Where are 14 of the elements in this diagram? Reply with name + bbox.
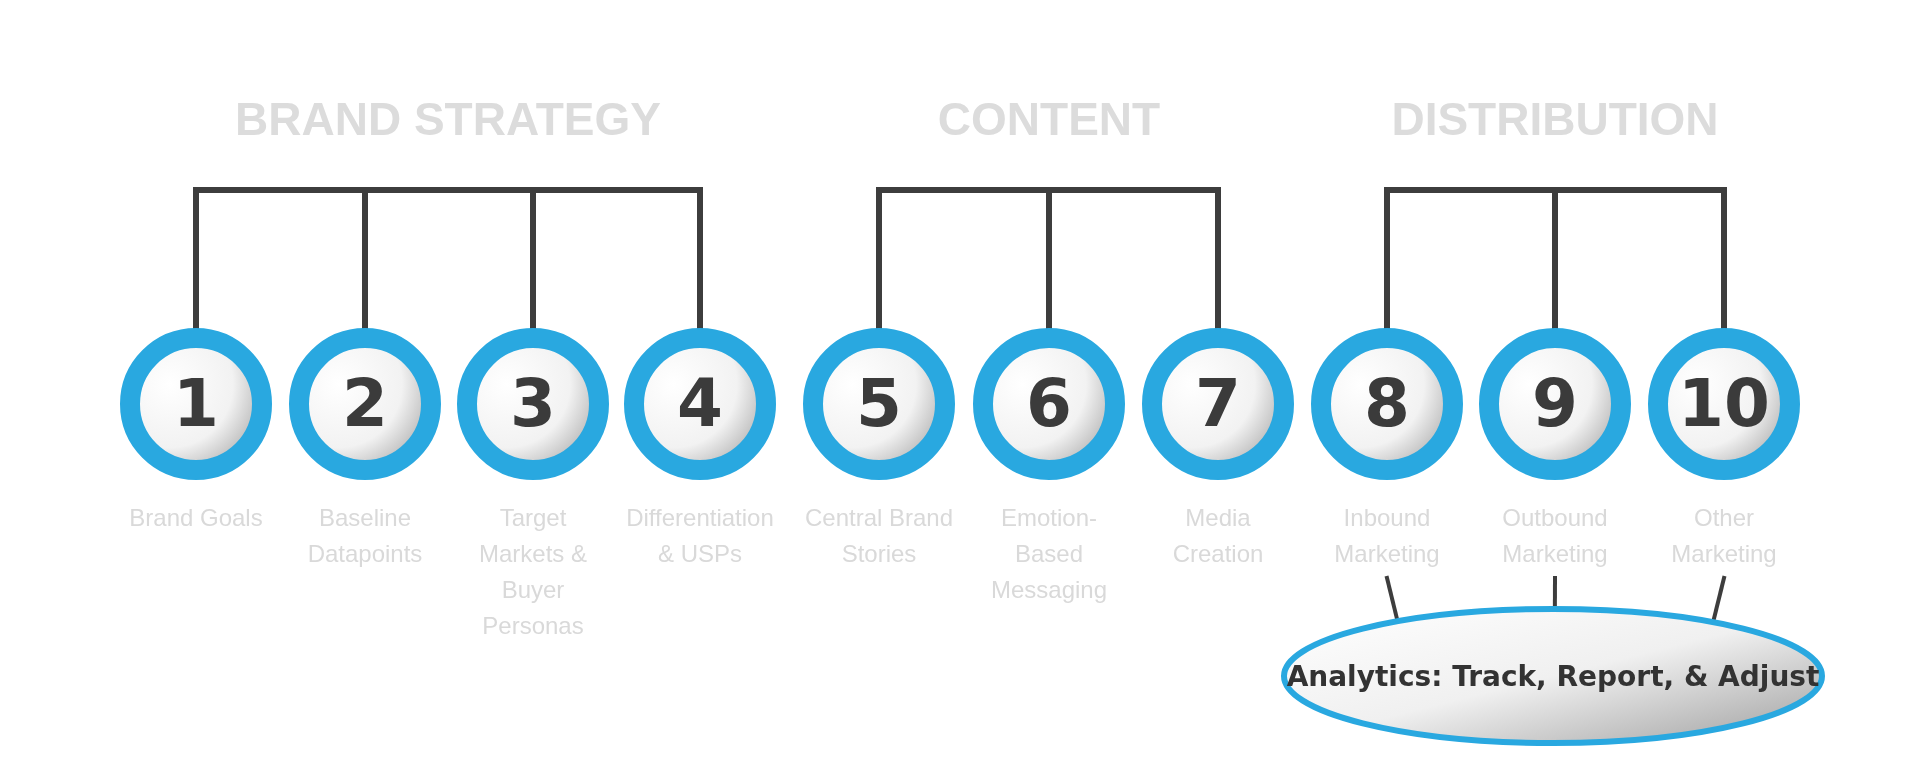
connector-line (1552, 576, 1557, 608)
step-number: 3 (510, 371, 556, 437)
step-number: 8 (1364, 371, 1410, 437)
step-number: 7 (1195, 371, 1241, 437)
step-number: 4 (677, 371, 723, 437)
step-number: 1 (173, 371, 219, 437)
step-number: 6 (1026, 371, 1072, 437)
step-number: 10 (1678, 371, 1770, 437)
step-number: 2 (342, 371, 388, 437)
connector-line (1711, 576, 1726, 622)
step-number: 5 (856, 371, 902, 437)
analytics-label: Analytics: Track, Report, & Adjust (1286, 659, 1820, 693)
step-number: 9 (1532, 371, 1578, 437)
connector-line (1385, 576, 1399, 621)
